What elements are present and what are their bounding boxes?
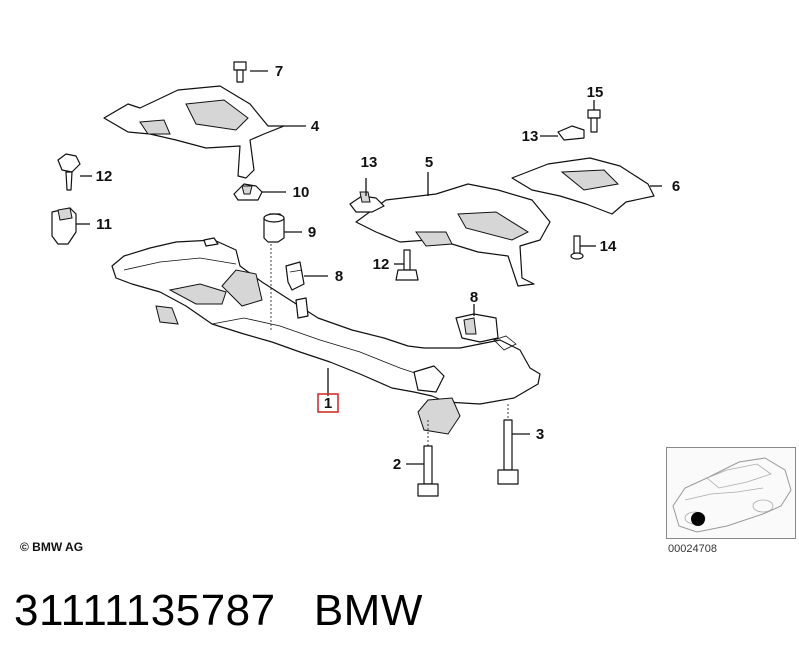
label-part-1[interactable]: 1	[324, 395, 332, 412]
label-part-9[interactable]: 9	[308, 224, 316, 241]
label-part-7[interactable]: 7	[275, 63, 283, 80]
highlighted-part-box	[317, 393, 339, 413]
alignment-lines	[270, 244, 509, 446]
copyright-notice: © BMW AG	[20, 540, 84, 554]
image-reference-code: 00024708	[668, 543, 717, 555]
label-part-11[interactable]: 11	[96, 216, 112, 233]
part-8-bracket-lower	[455, 313, 499, 343]
part-11-grommet	[51, 207, 77, 245]
car-outline-icon	[672, 457, 792, 533]
part-number: 31111135787	[14, 586, 276, 635]
label-part-12-middle[interactable]: 12	[373, 256, 390, 273]
part-5-heat-shield	[355, 183, 551, 287]
label-part-10[interactable]: 10	[293, 184, 310, 201]
label-part-5[interactable]: 5	[425, 154, 433, 171]
label-part-6[interactable]: 6	[672, 178, 680, 195]
part-6-heat-shield	[511, 157, 655, 215]
label-part-13-left[interactable]: 13	[361, 154, 378, 171]
label-part-8-upper[interactable]: 8	[335, 268, 343, 285]
leader-lines	[76, 70, 662, 465]
part-3-bolt	[497, 419, 519, 485]
part-7-bolt	[233, 61, 247, 83]
label-part-4[interactable]: 4	[311, 118, 320, 135]
label-part-14[interactable]: 14	[600, 238, 617, 255]
brand-name: BMW	[313, 586, 423, 635]
part-8-bracket-upper	[285, 261, 305, 291]
part-9-rubber-mount	[263, 213, 285, 243]
part-13-clip-left	[349, 191, 385, 213]
label-part-15[interactable]: 15	[587, 84, 604, 101]
part-1-front-axle-carrier	[111, 237, 541, 435]
part-15-bolt	[587, 109, 601, 133]
label-part-13-right[interactable]: 13	[522, 128, 539, 145]
part-14-screw	[570, 235, 584, 260]
label-part-2[interactable]: 2	[393, 456, 401, 473]
part-12-screw-left	[57, 153, 81, 191]
part-number-heading: 31111135787 BMW	[14, 586, 423, 636]
part-2-bolt	[417, 445, 439, 497]
part-13-clip-right	[557, 125, 585, 141]
part-4-heat-shield	[103, 85, 285, 179]
location-marker-dot	[691, 512, 705, 526]
vehicle-location-thumbnail	[666, 447, 796, 539]
part-labels: 1 2 3 4 5 6 7 8 8 9 10 11 12 12 13 13 14…	[96, 63, 681, 473]
part-12-screw-middle	[395, 249, 419, 281]
label-part-12-left[interactable]: 12	[96, 168, 113, 185]
label-part-8-lower[interactable]: 8	[470, 289, 478, 306]
part-10-clip-nut	[233, 183, 263, 201]
label-part-3[interactable]: 3	[536, 426, 544, 443]
